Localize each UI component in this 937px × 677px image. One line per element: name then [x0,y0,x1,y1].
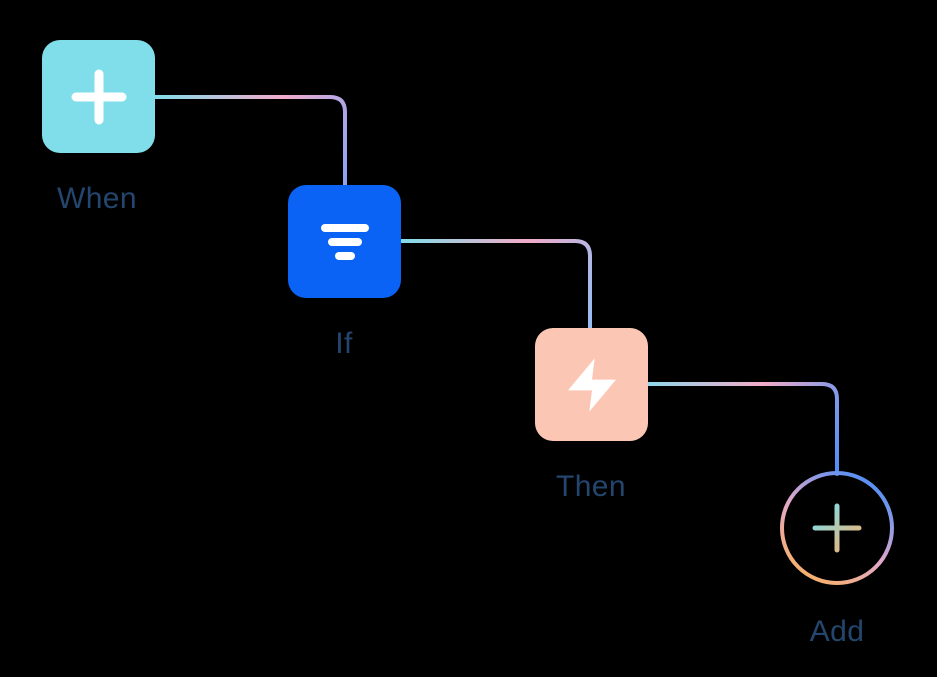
when-node[interactable] [42,40,155,153]
plus-icon [812,503,862,553]
add-node-label: Add [809,615,865,648]
lightning-icon [567,357,616,412]
then-node[interactable] [535,328,648,441]
connector-if-then [397,239,592,332]
then-node-label: Then [556,470,626,503]
connector-when-if [151,95,347,189]
if-node-label: If [335,327,353,360]
add-circle-outline [780,471,894,585]
if-node[interactable] [288,185,401,298]
filter-icon [320,223,369,260]
add-node-button[interactable] [777,468,897,588]
when-node-label: When [57,182,137,215]
plus-icon [71,69,126,124]
connector-then-add [644,382,839,476]
